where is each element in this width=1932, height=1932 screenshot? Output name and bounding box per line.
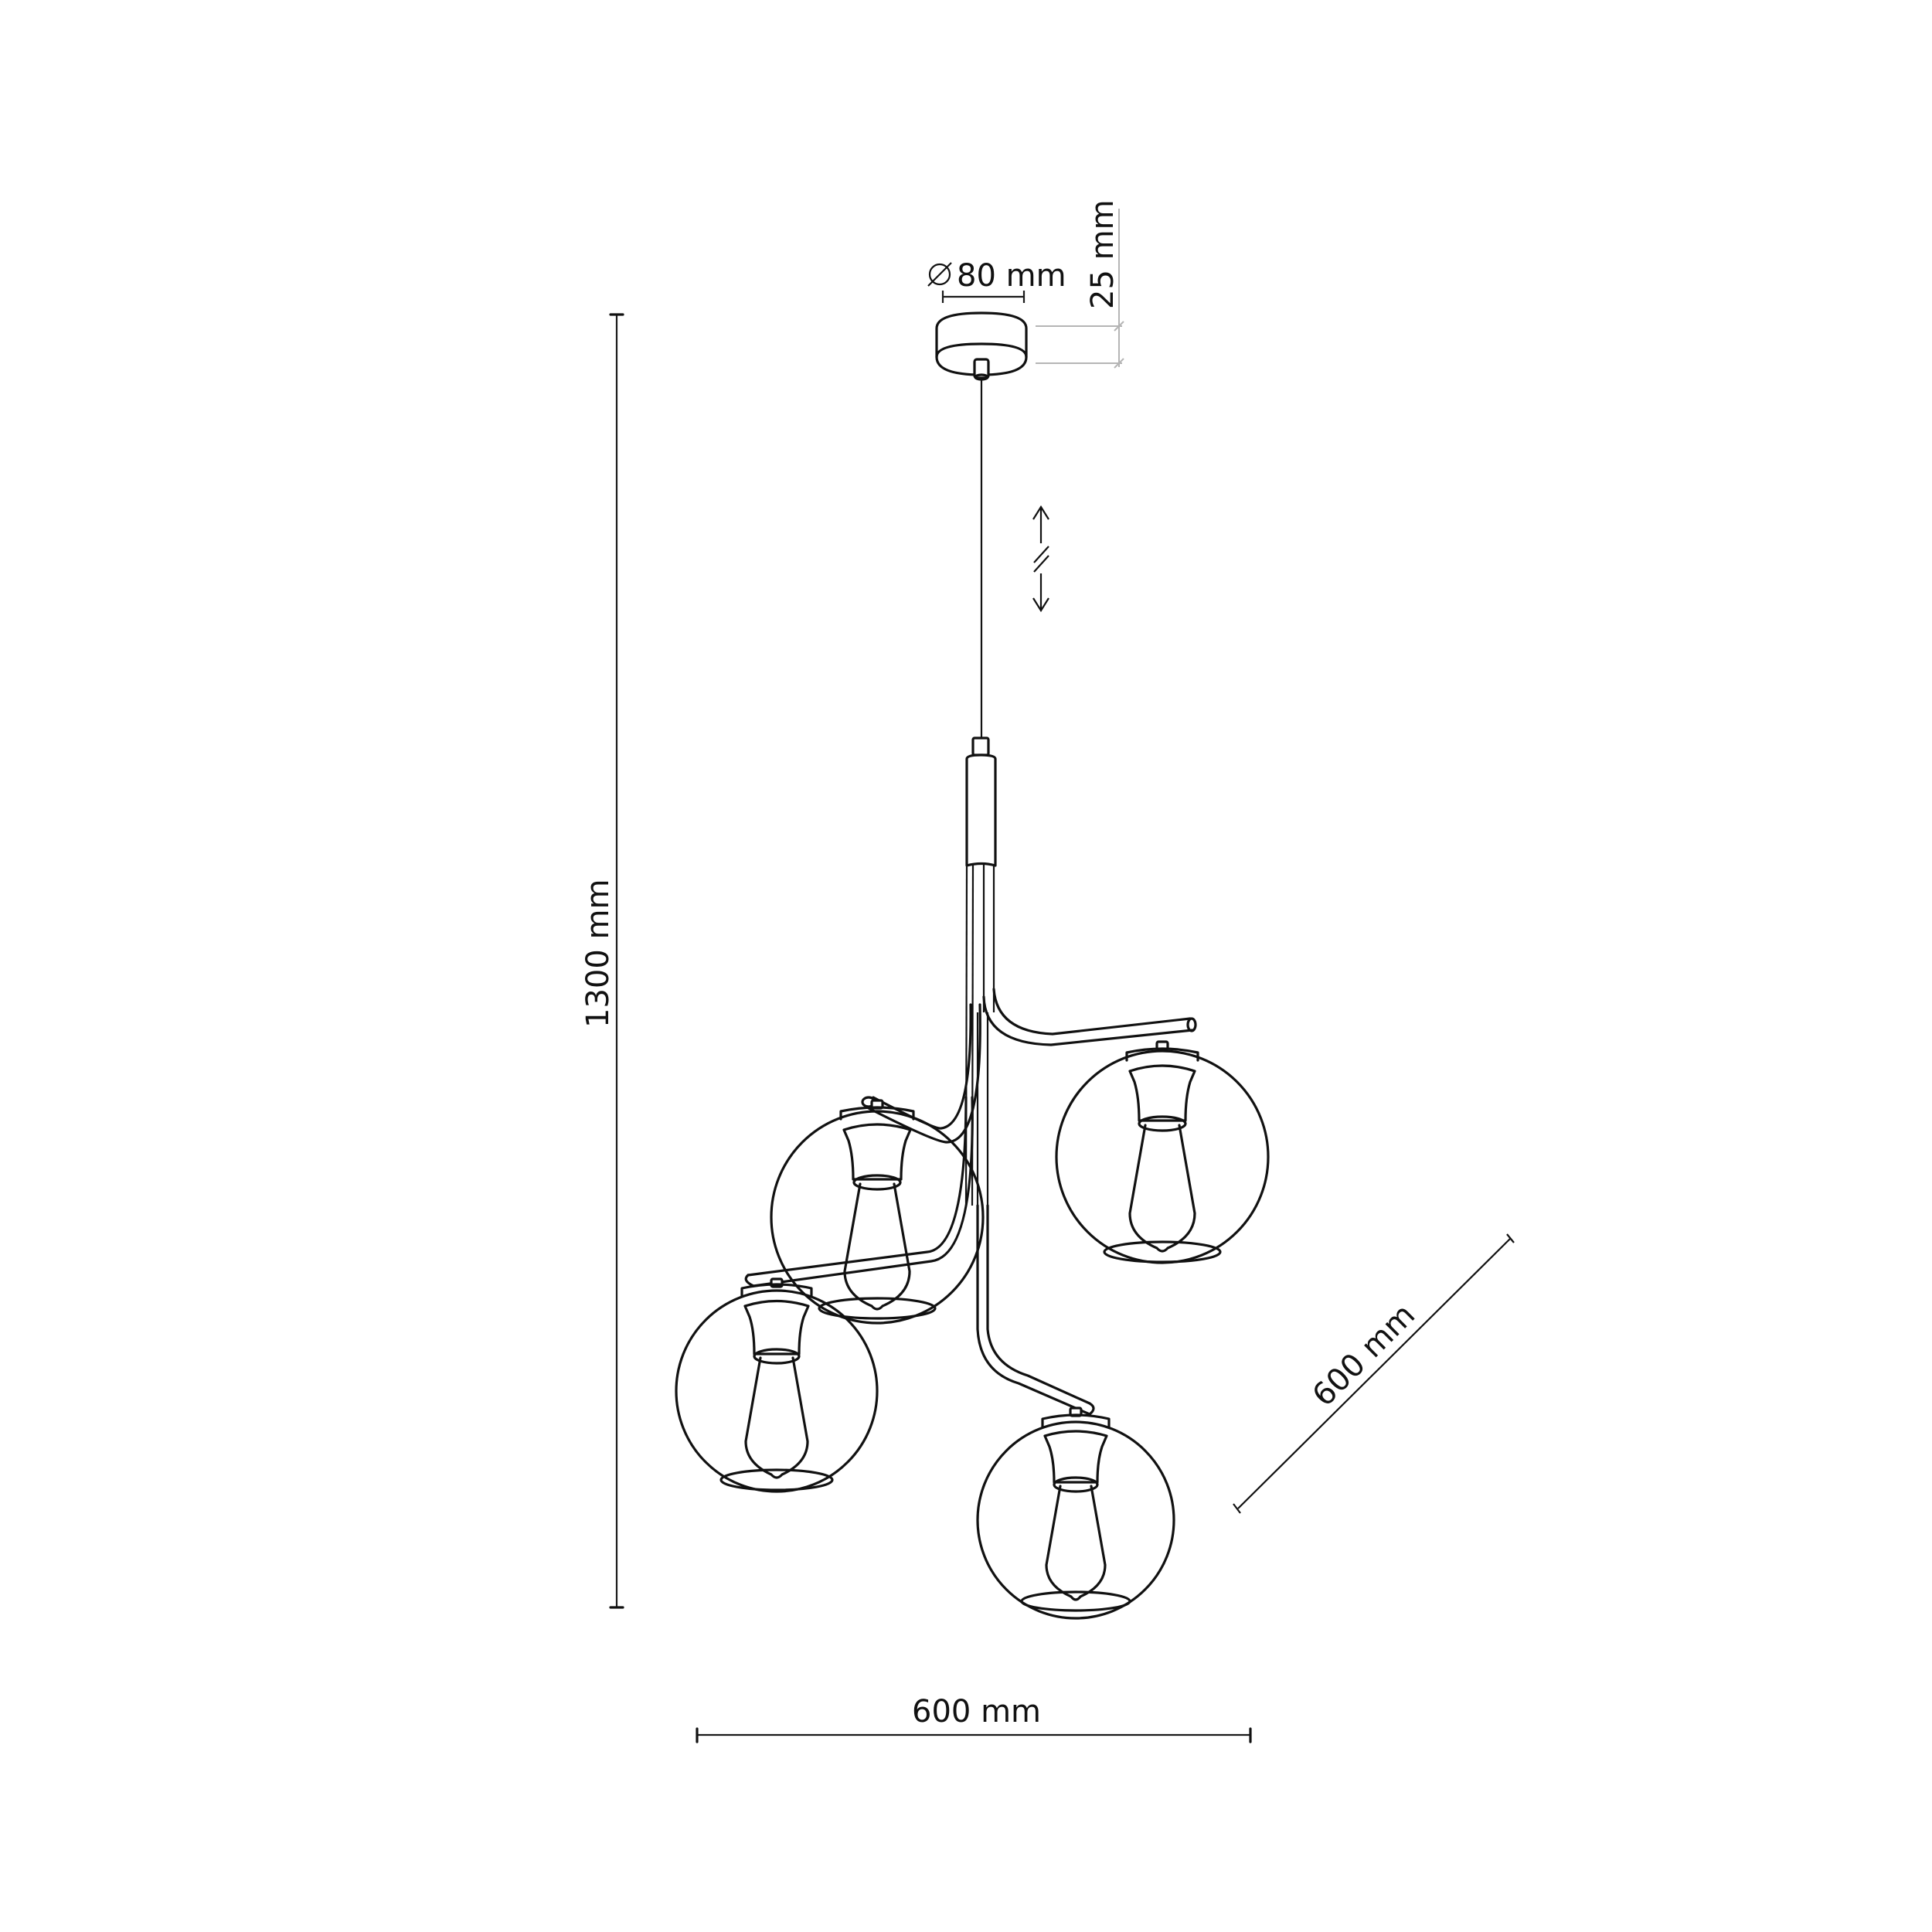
ceiling-canopy: [935, 311, 1028, 381]
arm-bottom: [976, 1012, 1095, 1416]
globe-shade-bottom: [976, 1406, 1175, 1620]
canopy-diameter-dimension: 80 mm: [927, 258, 1066, 303]
central-stem: [964, 736, 997, 1206]
depth-dimension: 600 mm: [1233, 1233, 1515, 1514]
globe-shade-upper-right: [1055, 1040, 1270, 1264]
total-height-dimension: 1300 mm: [580, 313, 624, 1609]
diameter-symbol-icon: [927, 262, 952, 287]
width-label: 600 mm: [912, 1694, 1041, 1730]
globe-shade-lower-left: [675, 1277, 879, 1493]
arm-lower-left: [744, 1096, 974, 1287]
total-height-label: 1300 mm: [580, 879, 616, 1028]
canopy-height-label: 25 mm: [1085, 199, 1121, 309]
canopy-height-dimension: 25 mm: [1036, 199, 1124, 369]
globe-shade-upper-left: [770, 1099, 985, 1325]
width-dimension: 600 mm: [696, 1694, 1252, 1743]
depth-label: 600 mm: [1306, 1297, 1423, 1413]
arm-upper-right: [982, 988, 1197, 1046]
canopy-diameter-label: 80 mm: [957, 258, 1066, 294]
adjustable-length-arrows-icon: [1032, 505, 1049, 613]
